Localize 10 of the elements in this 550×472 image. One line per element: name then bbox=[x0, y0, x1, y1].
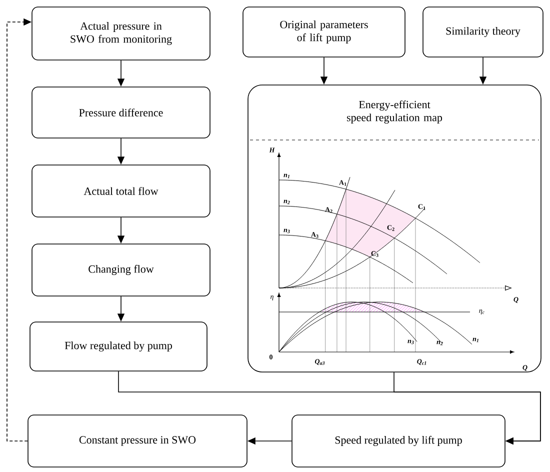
process-box: Similarity theory bbox=[422, 6, 544, 58]
process-box: Actual pressure in SWO from monitoring bbox=[32, 6, 210, 60]
process-box: Original parameters of lift pump bbox=[242, 6, 406, 58]
process-box: Pressure difference bbox=[32, 86, 210, 138]
process-box: Actual total flow bbox=[32, 164, 210, 218]
arrow bbox=[394, 372, 541, 445]
process-box: Speed regulated by lift pump bbox=[292, 414, 506, 468]
process-box: Changing flow bbox=[32, 244, 210, 296]
process-box: Flow regulated by pump bbox=[30, 322, 208, 372]
process-box: Constant pressure in SWO bbox=[28, 414, 248, 468]
